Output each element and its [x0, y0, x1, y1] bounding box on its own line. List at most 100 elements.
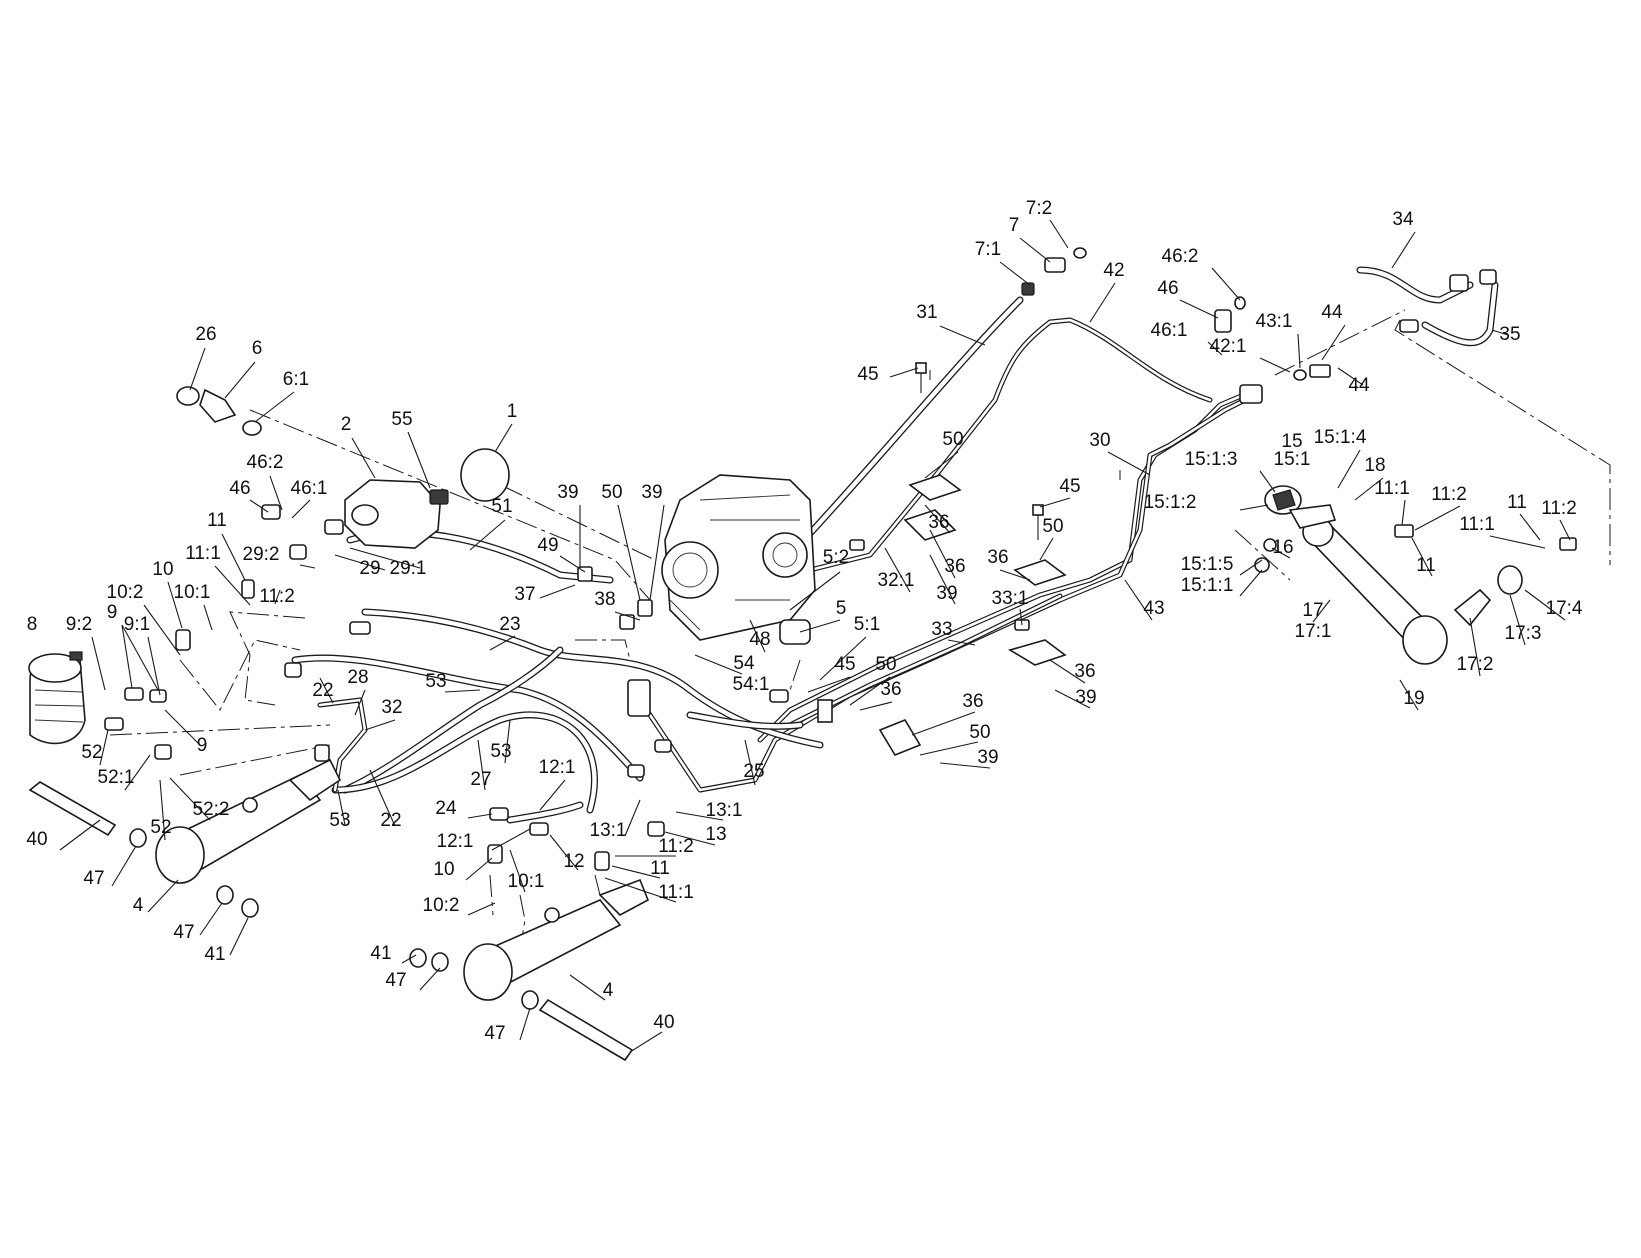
callout-c-53b: 53: [490, 741, 511, 762]
callout-c-10-2b: 10:2: [423, 895, 460, 916]
callout-c-15: 15: [1281, 431, 1302, 452]
callout-c-7-2: 7:2: [1026, 198, 1052, 219]
callout-c-23: 23: [499, 614, 520, 635]
callout-c-43: 43: [1143, 598, 1164, 619]
callout-c-45c: 45: [1059, 476, 1080, 497]
callout-c-41a: 41: [204, 944, 225, 965]
callout-c-43-1: 43:1: [1256, 311, 1293, 332]
callout-c-42-1: 42:1: [1210, 336, 1247, 357]
fitting-6: [176, 386, 262, 436]
callout-c-40a: 40: [26, 829, 47, 850]
callout-c-18: 18: [1364, 455, 1385, 476]
callout-c-32-1: 32:1: [878, 570, 915, 591]
callout-c-15-1: 15:1: [1274, 449, 1311, 470]
callout-c-11-2b: 11:2: [658, 836, 694, 857]
callout-c-9b: 9: [197, 735, 208, 756]
callout-c-13-1b: 13:1: [706, 800, 743, 821]
callout-c-4a: 4: [133, 895, 144, 916]
fittings: [104, 247, 1577, 871]
callout-c-36e: 36: [987, 547, 1008, 568]
callout-c-52-2: 52:2: [193, 799, 230, 820]
callout-c-10a: 10: [152, 559, 173, 580]
callout-c-10-1b: 10:1: [508, 871, 545, 892]
clamp-36-lower: [817, 699, 922, 756]
callout-c-29-1: 29:1: [390, 558, 427, 579]
callout-c-36c: 36: [928, 512, 949, 533]
callout-c-29-2: 29:2: [243, 544, 280, 565]
callout-c-37: 37: [514, 584, 535, 605]
callout-c-50d: 50: [942, 429, 963, 450]
callout-c-17-2: 17:2: [1457, 654, 1494, 675]
callout-c-11a: 11: [207, 510, 227, 531]
callout-c-12: 12: [563, 851, 584, 872]
callout-c-27: 27: [470, 769, 491, 790]
callout-c-46-1b: 46:1: [1151, 320, 1188, 341]
callout-c-1: 1: [507, 401, 518, 422]
callout-c-19: 19: [1403, 688, 1424, 709]
callout-c-11b: 11: [650, 858, 670, 879]
cylinder-4-bottom: [463, 878, 650, 1001]
leader-lines: [59, 219, 1571, 1053]
callout-c-50c: 50: [969, 722, 990, 743]
bolt-45-group: [915, 362, 1044, 540]
hose-25: [686, 711, 804, 730]
callout-c-10-1a: 10:1: [174, 582, 211, 603]
callout-c-51: 51: [491, 496, 512, 517]
callout-c-46-2b: 46:2: [1162, 246, 1199, 267]
callout-c-46-2a: 46:2: [247, 452, 284, 473]
pin-40-left: [28, 781, 117, 837]
callout-c-47c: 47: [385, 970, 406, 991]
callout-c-39c: 39: [977, 747, 998, 768]
callout-c-12-1b: 12:1: [437, 831, 474, 852]
callout-c-11-2c: 11:2: [1431, 484, 1467, 505]
tube-43: [637, 397, 1248, 793]
callout-c-11-1c: 11:1: [1374, 478, 1410, 499]
callout-c-42: 42: [1103, 260, 1124, 281]
callout-c-17: 17: [1302, 600, 1323, 621]
cylinder-4-left: [155, 758, 342, 884]
callout-c-53c: 53: [329, 810, 350, 831]
gear-pump-2: [344, 479, 449, 549]
callout-c-50a: 50: [601, 482, 622, 503]
callout-c-9-2: 9:2: [66, 614, 92, 635]
washers-47-41: [129, 828, 539, 1010]
callout-c-44a: 44: [1321, 302, 1343, 323]
callout-c-15-1-2: 15:1:2: [1144, 492, 1197, 513]
callout-c-45b: 45: [857, 364, 878, 385]
callout-c-32: 32: [381, 697, 402, 718]
tube-42: [807, 317, 1213, 573]
hose-22b: [331, 711, 598, 814]
callout-c-47d: 47: [484, 1023, 505, 1044]
callout-c-38: 38: [594, 589, 615, 610]
callout-c-36b: 36: [962, 691, 983, 712]
callout-c-50e: 50: [1042, 516, 1063, 537]
callout-c-4b: 4: [603, 980, 614, 1001]
callout-c-33: 33: [931, 619, 952, 640]
callout-c-39a: 39: [557, 482, 578, 503]
callout-c-13: 13: [705, 824, 726, 845]
hose-31: [786, 296, 1024, 559]
callout-c-50b: 50: [875, 654, 896, 675]
callout-c-11-2d: 11:2: [1541, 498, 1577, 519]
callout-c-29: 29: [359, 558, 380, 579]
callout-c-22b: 22: [380, 810, 401, 831]
callout-c-17-1: 17:1: [1295, 621, 1332, 642]
callout-c-5-1: 5:1: [854, 614, 880, 635]
callout-c-22a: 22: [312, 680, 333, 701]
callout-c-52b: 52: [150, 817, 171, 838]
callout-c-10-2a: 10:2: [107, 582, 144, 603]
callout-c-16: 16: [1272, 537, 1293, 558]
hose-24: [506, 801, 584, 824]
callout-c-17-4: 17:4: [1546, 598, 1583, 619]
callout-c-47a: 47: [83, 868, 104, 889]
callout-c-53a: 53: [425, 671, 446, 692]
callout-c-8: 8: [27, 614, 38, 635]
hose-34: [1356, 266, 1474, 304]
callout-c-36f: 36: [1074, 661, 1095, 682]
callout-c-46b: 46: [1157, 278, 1178, 299]
phantom-lines: [109, 309, 1611, 951]
callout-c-31: 31: [916, 302, 937, 323]
callout-c-13-1a: 13:1: [590, 820, 627, 841]
